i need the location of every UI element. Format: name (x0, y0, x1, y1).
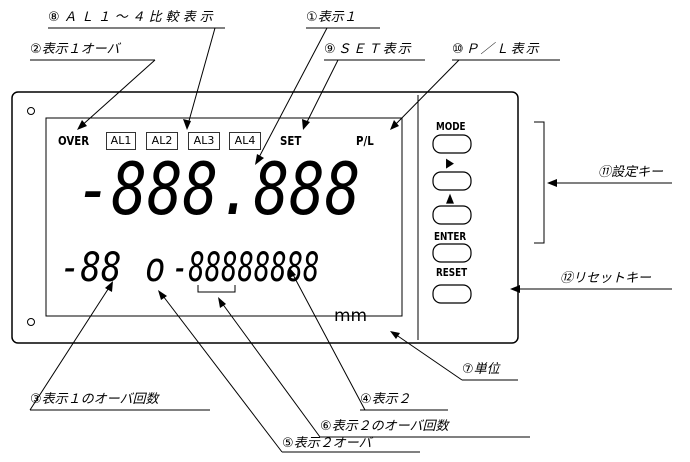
leader-4 (289, 268, 366, 411)
callout-display2-overcount: ⑥表示２のオーバ回数 (320, 419, 449, 434)
mounting-hole-top (27, 107, 35, 115)
callout-display1-over: ②表示１オーバ (30, 42, 120, 57)
arrowhead-5 (158, 290, 167, 300)
al1-indicator: AL1 (106, 132, 136, 150)
pl-indicator: P/L (356, 134, 374, 148)
callout-display2: ④表示２ (360, 392, 411, 407)
arrowhead-6 (218, 297, 226, 308)
arrowhead-4 (289, 267, 296, 278)
arrowhead-1 (255, 154, 264, 165)
leader-1 (255, 27, 328, 164)
arrowhead-7 (390, 331, 400, 339)
display1-readout: -888.888 (76, 147, 361, 231)
leader-8 (186, 27, 216, 129)
display2-readout: -88888888 (172, 245, 320, 291)
al3-indicator: AL3 (188, 132, 220, 150)
leader-6 (218, 298, 321, 438)
leader-9 (303, 59, 339, 129)
arrowhead-10 (390, 120, 399, 130)
al4-indicator: AL4 (229, 132, 261, 150)
callout-display1-overcount: ③表示１のオーバ回数 (30, 392, 159, 407)
arrowhead-12 (510, 285, 520, 293)
mode-key-label: MODE (436, 120, 466, 133)
callout-pl: ⑩Ｐ／Ｌ表示 (452, 42, 541, 57)
callout-display2-over: ⑤表示２オーバ (282, 436, 372, 451)
up-key-icon: ▲ (446, 191, 454, 206)
leader-3 (29, 282, 113, 411)
callout-reset-key: ⑫リセットキー (560, 271, 652, 286)
display1-overcount-readout: -88 (60, 245, 122, 291)
mounting-hole-bottom (27, 318, 35, 326)
reset-key-label: RESET (436, 266, 468, 279)
callout-unit: ⑦単位 (462, 362, 500, 377)
reset-key[interactable] (432, 284, 472, 304)
callout-display1: ①表示１ (306, 10, 357, 25)
right-key[interactable] (432, 171, 472, 191)
arrowhead-9 (302, 119, 310, 130)
arrowhead-2 (77, 120, 87, 130)
leader-7 (391, 331, 463, 381)
over-indicator: OVER (58, 134, 90, 148)
leader-2 (78, 59, 156, 129)
display2-over-mark (197, 285, 236, 293)
al2-indicator: AL2 (146, 132, 178, 150)
mode-key[interactable] (432, 134, 472, 154)
up-key[interactable] (432, 205, 472, 225)
callout-al-compare: ⑧ＡＬ１～４比較表示 (48, 10, 217, 25)
leader-10 (391, 59, 460, 129)
setting-keys-bracket (534, 121, 545, 244)
right-key-icon: ▶ (446, 156, 454, 171)
lcd-window (45, 117, 403, 317)
callout-set: ⑨ＳＥＴ表示 (324, 42, 413, 57)
arrowhead-8 (183, 119, 191, 130)
unit-label: mm (334, 306, 368, 326)
callout-setting-keys: ⑪設定キー (598, 165, 664, 180)
meter-housing (11, 91, 519, 344)
arrowhead-3 (105, 281, 113, 292)
display2-over-glyph: o (145, 245, 166, 291)
enter-key[interactable] (432, 243, 472, 263)
enter-key-label: ENTER (434, 230, 467, 243)
leader-5 (159, 291, 283, 453)
set-indicator: SET (280, 134, 302, 148)
arrowhead-11 (547, 179, 557, 187)
